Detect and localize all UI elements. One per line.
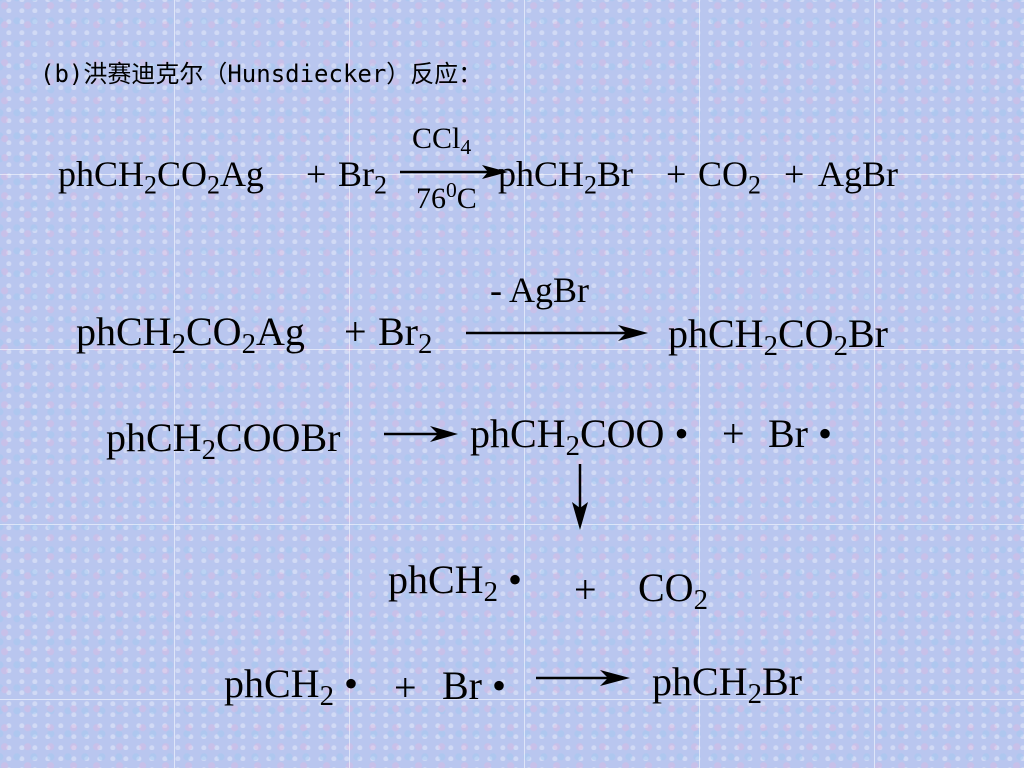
s2-arrow-icon bbox=[384, 426, 458, 442]
r1-arrow-icon bbox=[400, 165, 508, 179]
s4-reactant-benzyl-radical: phCH2 • bbox=[224, 661, 358, 713]
r1-reactant-silver-phenylacetate: phCH2CO2Ag bbox=[58, 154, 264, 200]
s1-product-acyl-hypobromite: phCH2CO2Br bbox=[668, 311, 888, 363]
s2-product-carboxyl-radical: phCH2COO • bbox=[470, 411, 689, 463]
r1-product-silver-bromide: AgBr bbox=[818, 154, 898, 194]
s2-down-arrow-icon bbox=[572, 464, 588, 530]
s3-product-co2: CO2 bbox=[638, 565, 708, 617]
s2-product-bromine-radical: Br • bbox=[768, 411, 833, 456]
r1-condition-solvent: CCl4 bbox=[412, 122, 472, 160]
s4-reactant-bromine-radical: Br • bbox=[442, 663, 507, 708]
s3-plus: + bbox=[574, 567, 597, 612]
s2-reactant-acyl-hypobromite: phCH2COOBr bbox=[106, 415, 341, 467]
slide-title: (b)洪赛迪克尔（Hunsdiecker）反应： bbox=[40, 60, 483, 88]
s1-arrow-icon bbox=[466, 325, 648, 341]
s4-plus: + bbox=[394, 665, 417, 710]
s1-reactant-bromine: Br2 bbox=[378, 309, 433, 361]
r1-plus-3: + bbox=[784, 154, 805, 194]
r1-reactant-bromine: Br2 bbox=[338, 154, 387, 200]
s1-condition: - AgBr bbox=[490, 270, 589, 310]
s4-product-benzyl-bromide: phCH2Br bbox=[652, 659, 802, 711]
s4-arrow-icon bbox=[536, 670, 630, 686]
r1-product-co2: CO2 bbox=[698, 154, 761, 200]
s1-plus: + bbox=[344, 309, 367, 354]
r1-plus-1: + bbox=[306, 154, 327, 194]
r1-plus-2: + bbox=[666, 154, 687, 194]
r1-condition-temperature: 760C bbox=[416, 178, 477, 215]
r1-product-benzyl-bromide: phCH2Br bbox=[498, 154, 633, 200]
s3-product-benzyl-radical: phCH2 • bbox=[388, 557, 522, 609]
s1-reactant-silver-phenylacetate: phCH2CO2Ag bbox=[76, 309, 305, 361]
s2-plus: + bbox=[722, 411, 745, 456]
